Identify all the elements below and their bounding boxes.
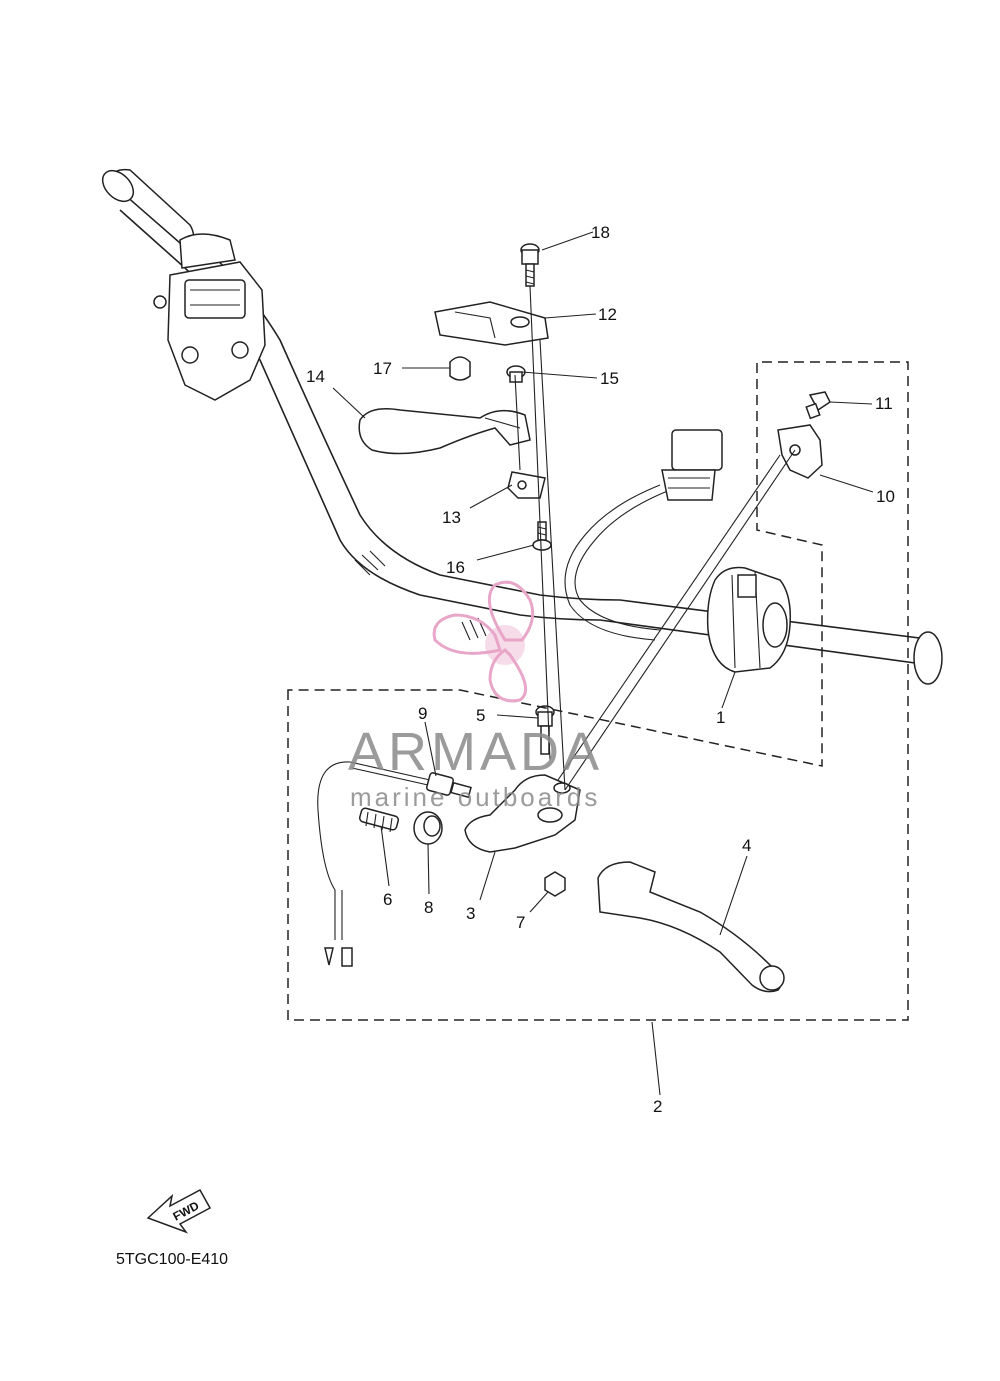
callout-4: 4	[742, 836, 751, 855]
part-7-nut	[544, 871, 566, 897]
left-master-cylinder	[153, 233, 266, 401]
callout-12: 12	[598, 305, 617, 324]
part-6-adjuster	[358, 807, 400, 833]
part-15-bolt	[506, 365, 526, 383]
callout-5: 5	[476, 706, 485, 725]
watermark-brand: ARMADA	[348, 722, 603, 782]
part-9-switch-cable	[317, 761, 472, 967]
callout-17: 17	[373, 359, 392, 378]
part-10-clamp	[777, 424, 823, 479]
part-1-switch-housing	[706, 566, 792, 673]
watermark: ARMADA marine outboards	[348, 580, 603, 812]
callout-15: 15	[600, 369, 619, 388]
fwd-arrow-icon: FWD	[146, 1188, 212, 1234]
part-11-screw	[805, 391, 831, 420]
part-14-hand-guard	[358, 408, 531, 455]
callout-numbers: 18 12 15 17 14 13 16 11 10 1 5 9 6 8 3 7…	[306, 223, 895, 1116]
callout-7: 7	[516, 913, 525, 932]
callout-leaders	[332, 231, 874, 1096]
callout-10: 10	[876, 487, 895, 506]
propeller-logo-icon	[432, 580, 535, 703]
callout-2: 2	[653, 1097, 662, 1116]
assembly-2-box	[287, 361, 909, 1021]
part-17-grommet	[449, 356, 471, 381]
part-16-screw	[532, 521, 552, 551]
callout-9: 9	[418, 704, 427, 723]
callout-11: 11	[875, 394, 893, 413]
switch-wiring	[564, 429, 723, 641]
callout-13: 13	[442, 508, 461, 527]
callout-18: 18	[591, 223, 610, 242]
diagram-code: 5TGC100-E410	[116, 1251, 228, 1268]
part-4-lever	[597, 861, 785, 993]
callout-8: 8	[424, 898, 433, 917]
part-3-lever-bracket	[464, 774, 581, 853]
watermark-tagline: marine outboards	[350, 782, 600, 812]
assembly-lines	[514, 285, 796, 791]
part-13-clamp-bottom	[507, 471, 546, 499]
part-18-bolt	[520, 243, 540, 287]
part-12-clamp	[434, 301, 549, 346]
callout-3: 3	[466, 904, 475, 923]
callout-6: 6	[383, 890, 392, 909]
callout-16: 16	[446, 558, 465, 577]
callout-1: 1	[716, 708, 725, 727]
callout-14: 14	[306, 367, 325, 386]
part-8-adjuster-nut	[413, 811, 443, 845]
